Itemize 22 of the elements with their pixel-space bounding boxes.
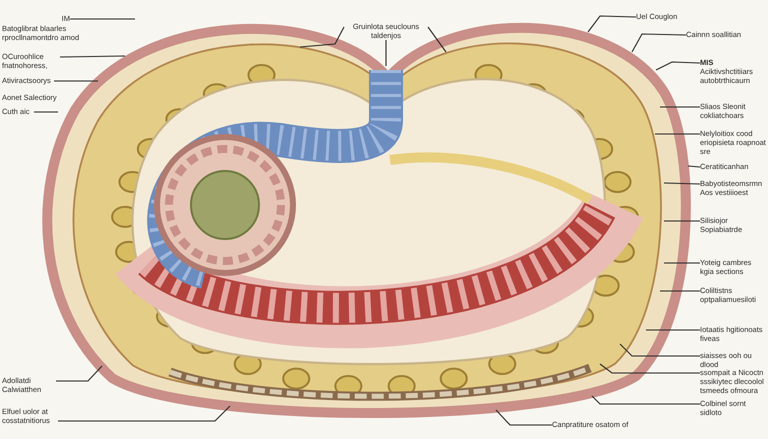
leader-line — [655, 133, 700, 135]
leader-line — [300, 26, 344, 48]
leader-line — [70, 18, 135, 20]
leader-line — [660, 290, 700, 292]
leader-line — [592, 396, 700, 405]
leader-line — [58, 406, 230, 422]
leader-line — [60, 55, 125, 58]
leader-line — [588, 15, 636, 32]
leader-line — [620, 344, 700, 357]
leader-line — [56, 366, 102, 382]
leader-line — [54, 80, 98, 82]
leader-line — [688, 165, 700, 168]
leader-line — [632, 33, 686, 52]
leader-line — [496, 410, 552, 426]
leader-line — [385, 40, 387, 66]
leader-line — [34, 111, 58, 113]
leader-line — [664, 220, 700, 222]
leader-line — [646, 329, 700, 331]
leader-line — [664, 182, 700, 185]
leader-line — [660, 106, 700, 108]
leader-line — [656, 61, 700, 70]
leader-line — [600, 364, 700, 374]
